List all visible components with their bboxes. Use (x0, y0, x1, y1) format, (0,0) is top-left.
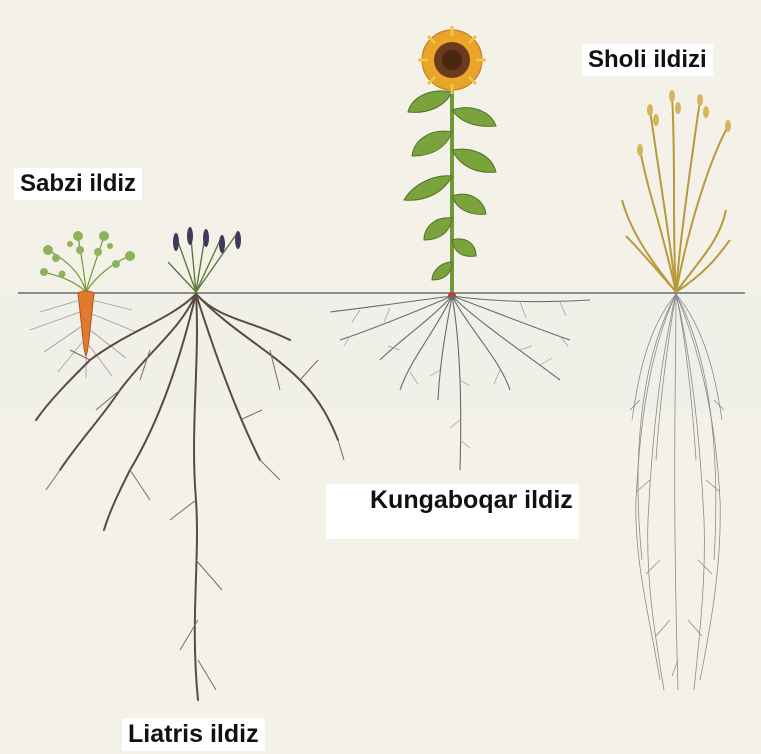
sunflower-root-label: Kungaboqar ildiz (326, 484, 579, 539)
liatris-root-label: Liatris ildiz (122, 718, 265, 751)
carrot-root-label: Sabzi ildiz (14, 168, 142, 200)
rice-root-label: Sholi ildizi (582, 44, 713, 76)
sunflower-head (418, 26, 486, 94)
